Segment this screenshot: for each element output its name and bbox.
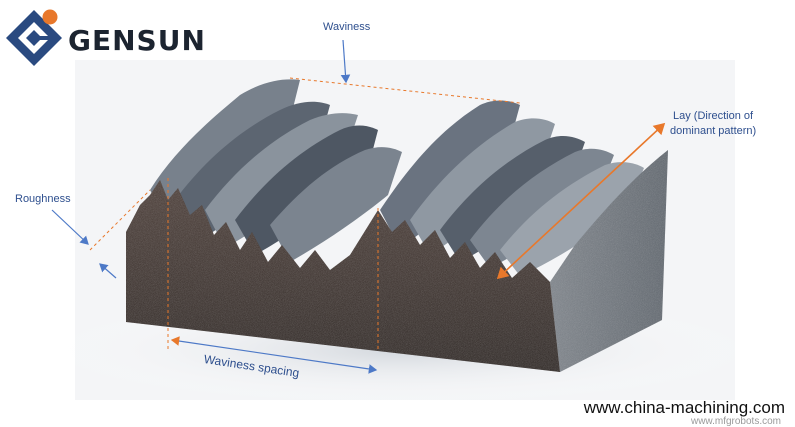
waviness-label: Waviness bbox=[323, 21, 371, 33]
watermark-primary: www.china-machining.com bbox=[583, 398, 785, 417]
guide-lines bbox=[89, 77, 521, 352]
lay-label-line1: Lay (Direction of bbox=[673, 110, 754, 122]
watermark-secondary: www.mfgrobots.com bbox=[690, 416, 781, 427]
waviness-pointer-arrow bbox=[340, 39, 351, 84]
lay-label-line2: dominant pattern) bbox=[670, 125, 757, 137]
roughness-guide bbox=[89, 189, 151, 251]
gensun-logo-icon bbox=[6, 9, 62, 66]
lay-direction-arrow bbox=[496, 122, 666, 280]
roughness-lower-arrow bbox=[99, 263, 117, 279]
block-front-grain bbox=[126, 180, 560, 372]
roughness-pointer-arrow bbox=[51, 209, 89, 245]
roughness-label: Roughness bbox=[15, 193, 71, 205]
waviness-top-guide bbox=[289, 77, 521, 104]
waviness-spacing-arrow bbox=[170, 336, 378, 374]
ridge-5 bbox=[270, 147, 402, 262]
brand-name: GENSUN bbox=[68, 24, 206, 57]
